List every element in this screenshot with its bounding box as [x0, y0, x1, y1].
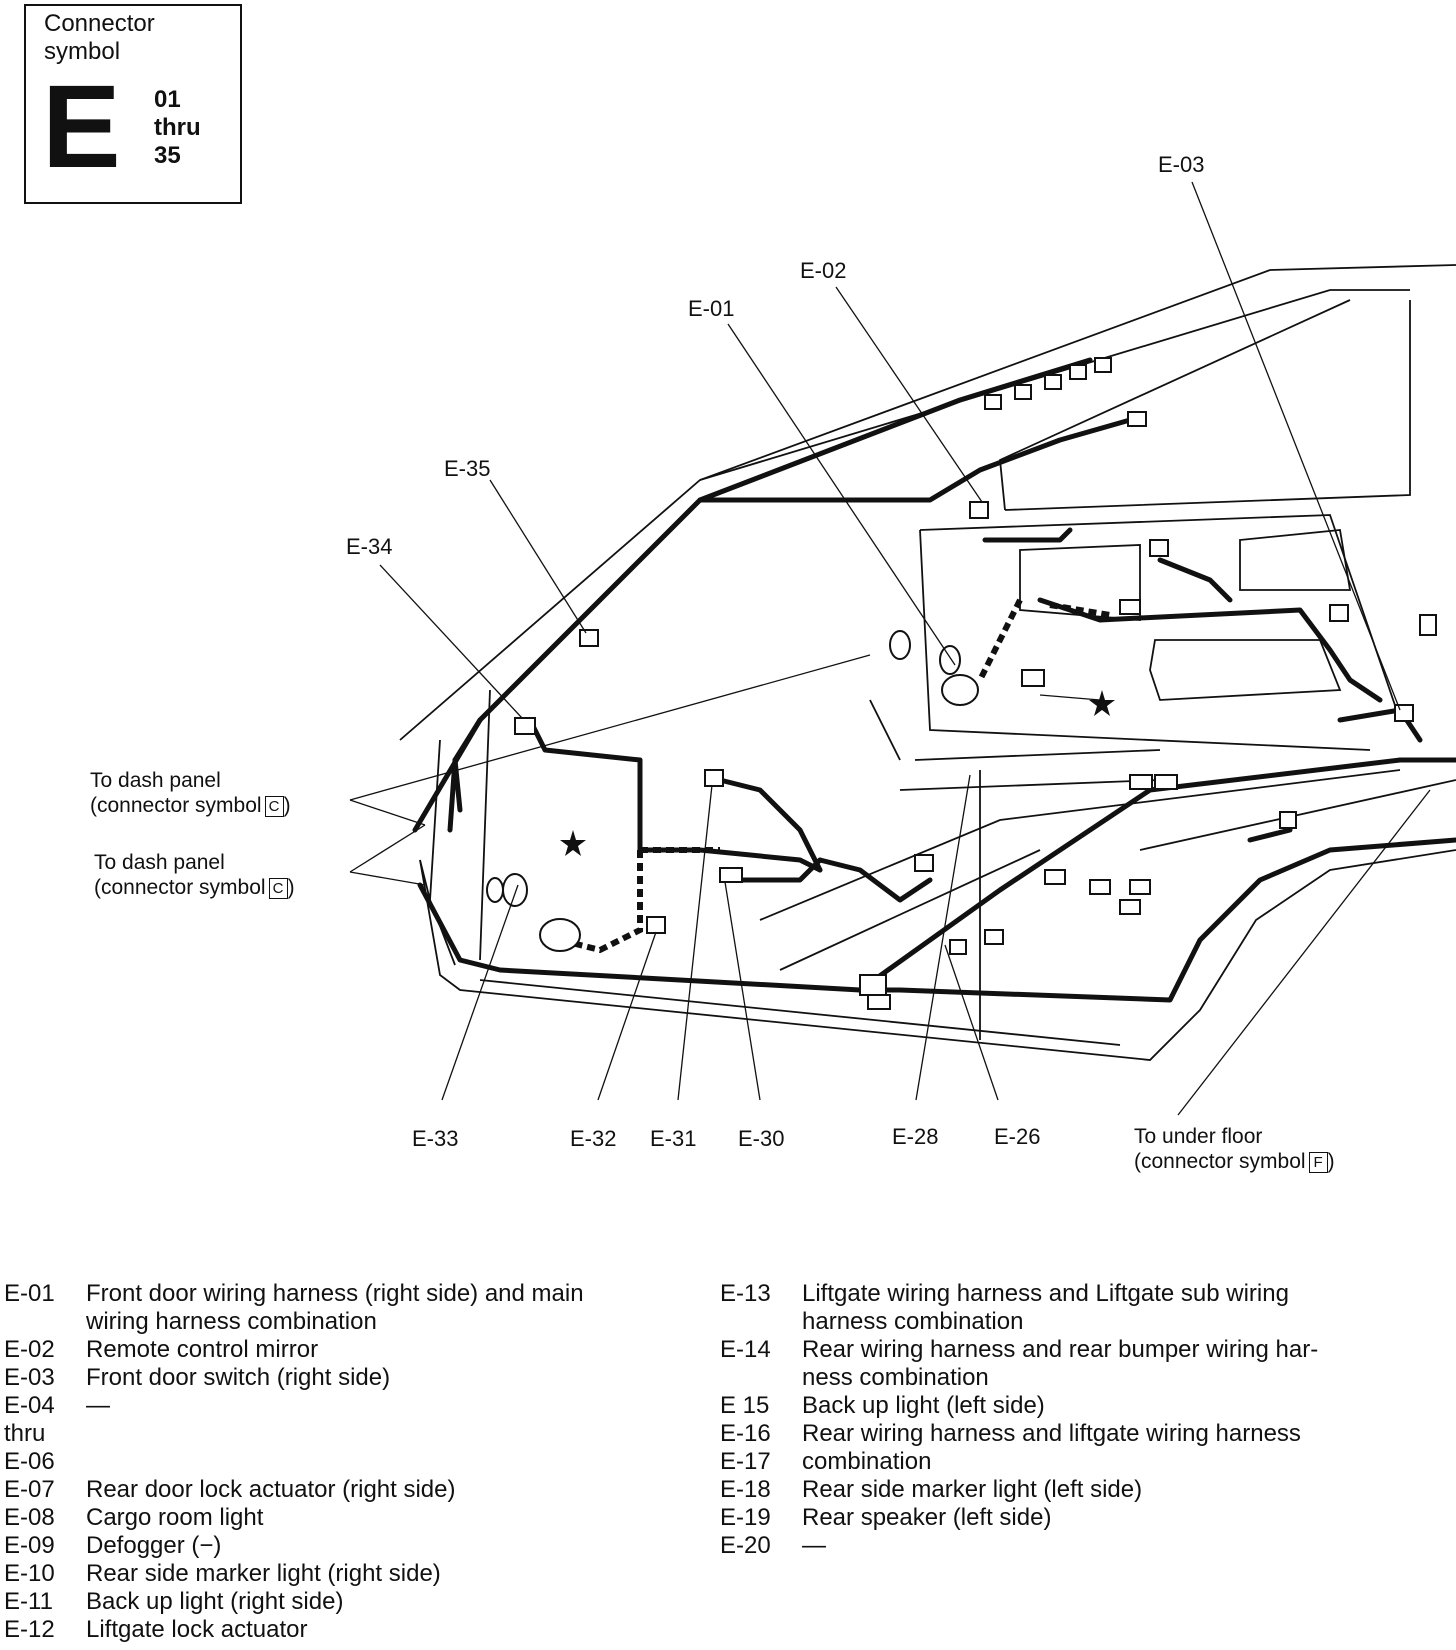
- legend-row: E-20 —: [720, 1532, 1420, 1560]
- legend-code: E-02: [4, 1336, 55, 1363]
- legend-code: E-12: [4, 1616, 55, 1643]
- note-line: (connector symbol: [1134, 1150, 1306, 1173]
- callout-e32: E-32: [570, 1126, 617, 1151]
- legend-description: Liftgate wiring harness and Liftgate sub…: [802, 1280, 1289, 1335]
- legend-description: Rear wiring harness and liftgate wiring …: [802, 1420, 1301, 1475]
- note-line: (connector symbol: [90, 794, 262, 817]
- connector-symbol-range: 01 thru 35: [154, 86, 201, 170]
- legend-description: Back up light (right side): [86, 1588, 344, 1615]
- callout-e30: E-30: [738, 1126, 785, 1151]
- connector-symbol-badge: C: [268, 877, 288, 899]
- legend-description: —: [86, 1392, 110, 1419]
- connector-symbol-letter: E: [42, 61, 121, 193]
- legend-row: E-18 Rear side marker light (left side): [720, 1476, 1420, 1504]
- callout-e02: E-02: [800, 258, 847, 283]
- callout-e35: E-35: [444, 456, 491, 481]
- legend-row: E-03 Front door switch (right side): [4, 1364, 684, 1392]
- legend-row: E-07 Rear door lock actuator (right side): [4, 1476, 684, 1504]
- legend-description: Front door switch (right side): [86, 1364, 391, 1391]
- legend-code: E-01: [4, 1280, 55, 1307]
- note-close: ): [1327, 1150, 1335, 1173]
- connector-symbol-box: [24, 4, 242, 204]
- callout-e26: E-26: [994, 1124, 1041, 1149]
- legend-description: Rear door lock actuator (right side): [86, 1476, 456, 1503]
- legend-left: E-01 Front door wiring harness (right sid…: [4, 1280, 684, 1644]
- legend-description: Front door wiring harness (right side) a…: [86, 1280, 584, 1335]
- legend-code: E-13: [720, 1280, 771, 1307]
- connector-symbol-badge: C: [264, 795, 284, 817]
- callout-e03: E-03: [1158, 152, 1205, 177]
- leader-lines: [349, 181, 1431, 1116]
- legend-row: E-19 Rear speaker (left side): [720, 1504, 1420, 1532]
- callout-e34: E-34: [346, 534, 393, 559]
- legend-row: E-08 Cargo room light: [4, 1504, 684, 1532]
- legend-description: Rear speaker (left side): [802, 1504, 1052, 1531]
- connector-symbol-badge: F: [1308, 1151, 1328, 1173]
- legend-row: E-02 Remote control mirror: [4, 1336, 684, 1364]
- legend-description: Rear wiring harness and rear bumper wiri…: [802, 1336, 1319, 1391]
- legend-row: E-09 Defogger (−): [4, 1532, 684, 1560]
- legend-description: Remote control mirror: [86, 1336, 319, 1363]
- legend-row: E-10 Rear side marker light (right side): [4, 1560, 684, 1588]
- note-line: (connector symbol: [94, 876, 266, 899]
- connectors: [486, 357, 1437, 1010]
- legend-row: E-04 thru E-06 —: [4, 1392, 684, 1476]
- callout-e01: E-01: [688, 296, 735, 321]
- range-end: 35: [154, 142, 181, 169]
- legend-code: E-11: [4, 1588, 53, 1615]
- legend-row: E-13 Liftgate wiring harness and Liftgate…: [720, 1280, 1420, 1336]
- legend-description: Defogger (−): [86, 1532, 222, 1559]
- connector-symbol-caption: Connector symbol: [44, 10, 155, 65]
- legend-code: E-16 E-17: [720, 1420, 771, 1475]
- callout-e31: E-31: [650, 1126, 697, 1151]
- legend-code: E-20: [720, 1532, 771, 1559]
- legend-description: Cargo room light: [86, 1504, 264, 1531]
- note-line: To dash panel: [90, 769, 221, 792]
- callout-e28: E-28: [892, 1124, 939, 1149]
- legend-code: E-08: [4, 1504, 55, 1531]
- legend-description: Rear side marker light (right side): [86, 1560, 441, 1587]
- note-close: ): [287, 876, 295, 899]
- legend-code: E-10: [4, 1560, 55, 1587]
- range-thru: thru: [154, 114, 201, 141]
- range-start: 01: [154, 86, 181, 113]
- legend-description: Back up light (left side): [802, 1392, 1045, 1419]
- legend-description: Liftgate lock actuator: [86, 1616, 308, 1643]
- legend-row: E-12 Liftgate lock actuator: [4, 1616, 684, 1644]
- legend-row: E-14 Rear wiring harness and rear bumper …: [720, 1336, 1420, 1392]
- star-markers: [560, 690, 1115, 856]
- legend-code: E-07: [4, 1476, 55, 1503]
- note-line: To dash panel: [94, 851, 225, 874]
- legend-code: E-03: [4, 1364, 55, 1391]
- callout-e33: E-33: [412, 1126, 459, 1151]
- legend-code: E-18: [720, 1476, 771, 1503]
- legend-right: E-13 Liftgate wiring harness and Liftgate…: [720, 1280, 1420, 1560]
- legend-row: E 15 Back up light (left side): [720, 1392, 1420, 1420]
- legend-row: E-16 E-17 Rear wiring harness and liftgat…: [720, 1420, 1420, 1476]
- striped-harness: [559, 598, 1111, 954]
- legend-code: E 15: [720, 1392, 770, 1419]
- note-line: To under floor: [1134, 1125, 1263, 1148]
- legend-row: E-11 Back up light (right side): [4, 1588, 684, 1616]
- legend-description: Rear side marker light (left side): [802, 1476, 1143, 1503]
- legend-row: E-01 Front door wiring harness (right sid…: [4, 1280, 684, 1336]
- legend-code: E-19: [720, 1504, 771, 1531]
- legend-description: —: [802, 1532, 826, 1559]
- note-close: ): [283, 794, 291, 817]
- legend-code: E-09: [4, 1532, 55, 1559]
- legend-code: E-14: [720, 1336, 771, 1363]
- legend-code: E-04 thru E-06: [4, 1392, 55, 1475]
